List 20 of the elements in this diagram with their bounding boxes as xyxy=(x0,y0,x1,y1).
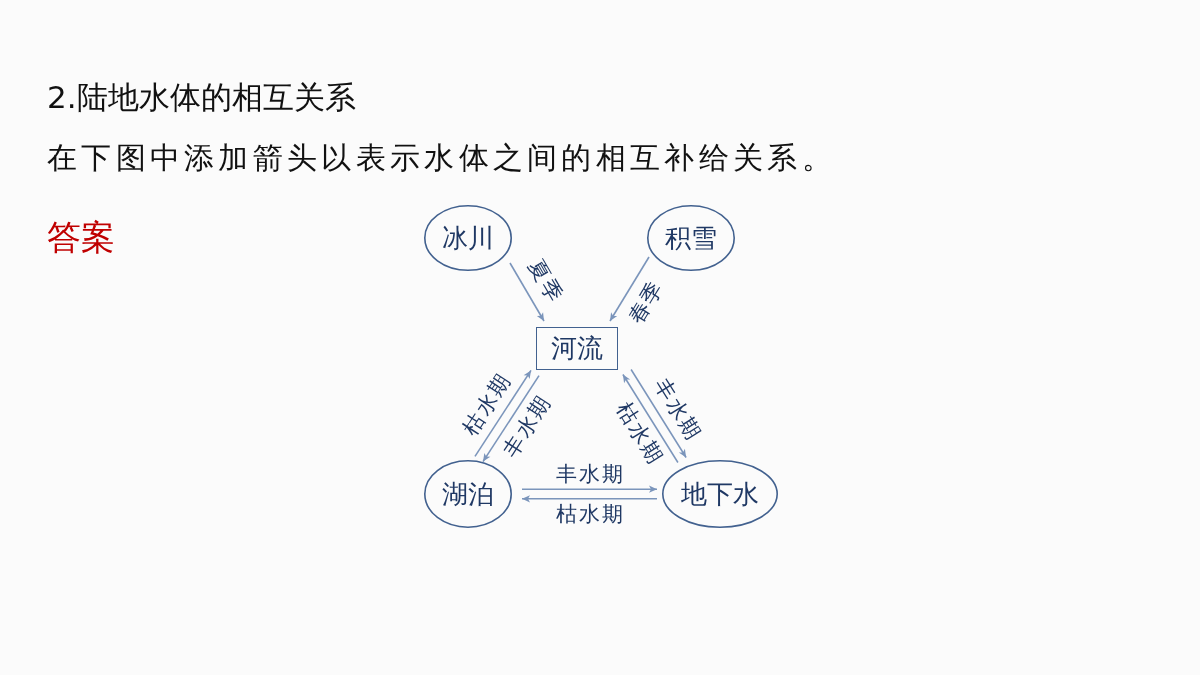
arrow xyxy=(474,369,532,458)
arrow xyxy=(630,368,687,459)
arrow xyxy=(482,374,540,463)
edge-label: 丰水期 xyxy=(555,463,625,485)
arrow xyxy=(509,262,545,322)
heading: 2.陆地水体的相互关系 xyxy=(47,82,356,113)
oval-node: 地下水 xyxy=(662,460,778,528)
arrow xyxy=(609,256,650,322)
arrow xyxy=(622,373,679,464)
oval-node: 冰川 xyxy=(424,205,512,271)
oval-node: 湖泊 xyxy=(424,460,512,528)
instruction-text: 在下图中添加箭头以表示水体之间的相互补给关系。 xyxy=(47,143,836,173)
arrow xyxy=(521,495,658,503)
box-node: 河流 xyxy=(536,326,618,370)
arrow xyxy=(521,485,658,493)
edge-label: 春季 xyxy=(624,277,667,330)
answer-heading: 答案 xyxy=(47,220,115,254)
edge-label: 夏季 xyxy=(523,255,567,308)
edge-label: 枯水期 xyxy=(555,503,625,525)
oval-node: 积雪 xyxy=(647,205,735,271)
